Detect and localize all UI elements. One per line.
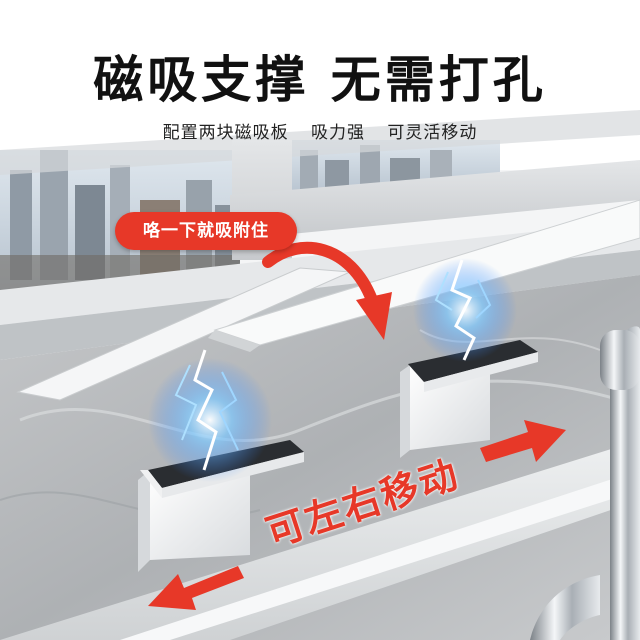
snap-badge: 咯一下就吸附住	[115, 212, 297, 250]
curved-arrow-icon	[262, 241, 392, 340]
faucet	[530, 326, 640, 640]
feature-3: 可灵活移动	[387, 123, 478, 143]
left-arrow-icon	[148, 566, 244, 610]
right-arrow-icon	[480, 420, 566, 462]
feature-line: 配置两块磁吸板 吸力强 可灵活移动	[0, 118, 640, 143]
feature-2: 吸力强	[311, 123, 365, 143]
feature-1: 配置两块磁吸板	[162, 123, 289, 143]
headline: 磁吸支撑 无需打孔	[93, 51, 547, 109]
lightning-icon	[148, 258, 517, 482]
